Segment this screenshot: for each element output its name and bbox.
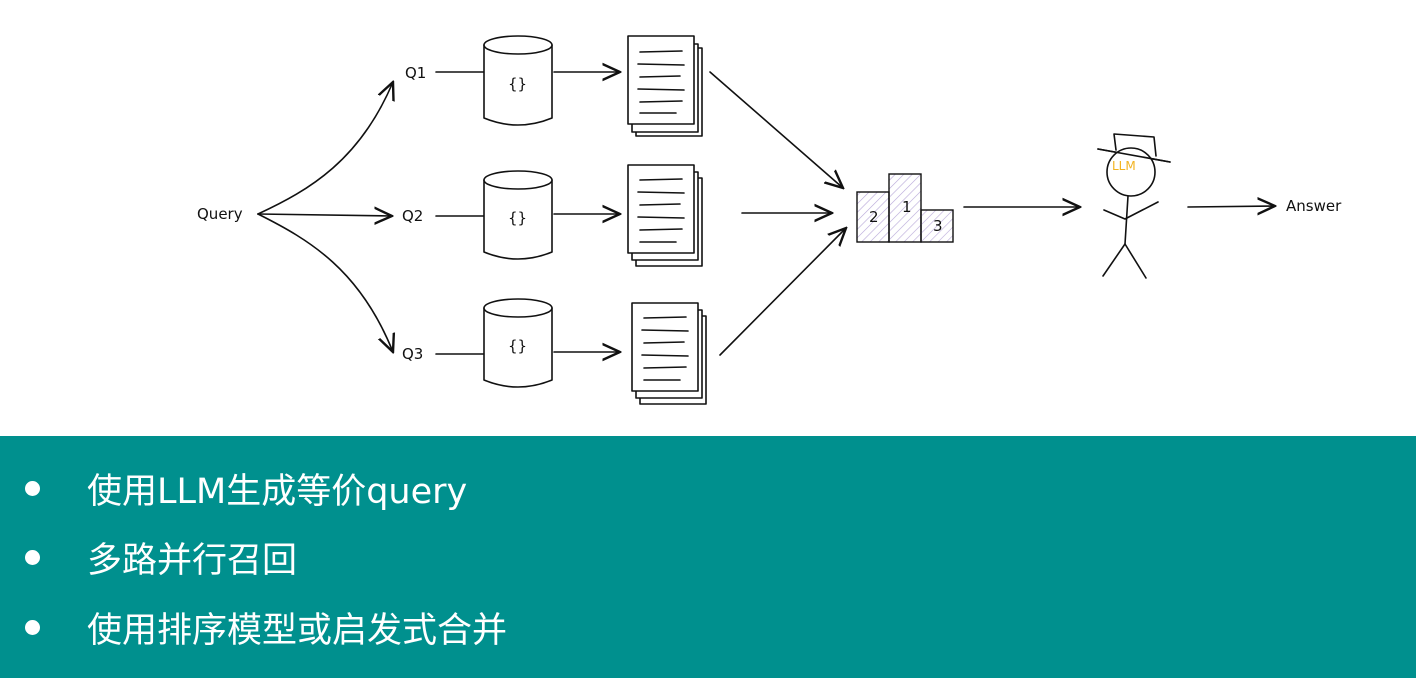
svg-text:{}: {} xyxy=(508,75,527,93)
document-stack-3-icon xyxy=(631,302,707,405)
podium-rank-1: 1 xyxy=(902,198,912,216)
bullet-dot-icon xyxy=(25,549,40,565)
bullet-item: 使用排序模型或启发式合并 xyxy=(25,597,507,657)
svg-text:{}: {} xyxy=(508,209,527,227)
q3-label: Q3 xyxy=(402,345,423,363)
document-stack-2-icon xyxy=(627,164,703,267)
answer-label: Answer xyxy=(1286,197,1342,215)
bullet-dot-icon xyxy=(25,480,40,496)
query-label: Query xyxy=(197,205,243,223)
q1-label: Q1 xyxy=(405,64,426,82)
document-stack-1-icon xyxy=(627,35,703,137)
llm-figure-icon: LLM xyxy=(1097,133,1171,279)
q2-label: Q2 xyxy=(402,207,423,225)
bullet-text: 多路并行召回 xyxy=(87,540,298,581)
query-to-q1-arrow xyxy=(257,82,393,215)
summary-bullet-panel: 使用LLM生成等价query 多路并行召回 使用排序模型或启发式合并 xyxy=(0,436,1416,678)
docs1-to-rank-arrow xyxy=(709,71,843,188)
svg-text:{}: {} xyxy=(508,337,527,355)
bullet-item: 使用LLM生成等价query xyxy=(25,458,467,518)
llm-hat-label: LLM xyxy=(1112,159,1136,173)
ranking-podium-icon: 2 1 3 xyxy=(856,173,954,243)
database-3-icon: {} xyxy=(483,298,553,388)
podium-rank-2: 2 xyxy=(869,208,879,226)
query-to-q2-arrow xyxy=(257,214,392,216)
bullet-text: 使用排序模型或启发式合并 xyxy=(87,610,508,651)
rag-fusion-diagram: Query Q1 Q2 Q3 {} {} {} xyxy=(197,35,1343,405)
bullet-dot-icon xyxy=(25,619,40,635)
query-to-q3-arrow xyxy=(257,213,393,352)
bullet-text: 使用LLM生成等价query xyxy=(87,471,468,512)
database-1-icon: {} xyxy=(483,35,553,126)
bullet-item: 多路并行召回 xyxy=(25,527,297,587)
diagram-canvas: Query Q1 Q2 Q3 {} {} {} xyxy=(197,35,1342,405)
database-2-icon: {} xyxy=(483,170,553,260)
podium-rank-3: 3 xyxy=(933,217,943,235)
docs3-to-rank-arrow xyxy=(719,228,846,356)
llm-to-answer-arrow xyxy=(1187,206,1275,207)
